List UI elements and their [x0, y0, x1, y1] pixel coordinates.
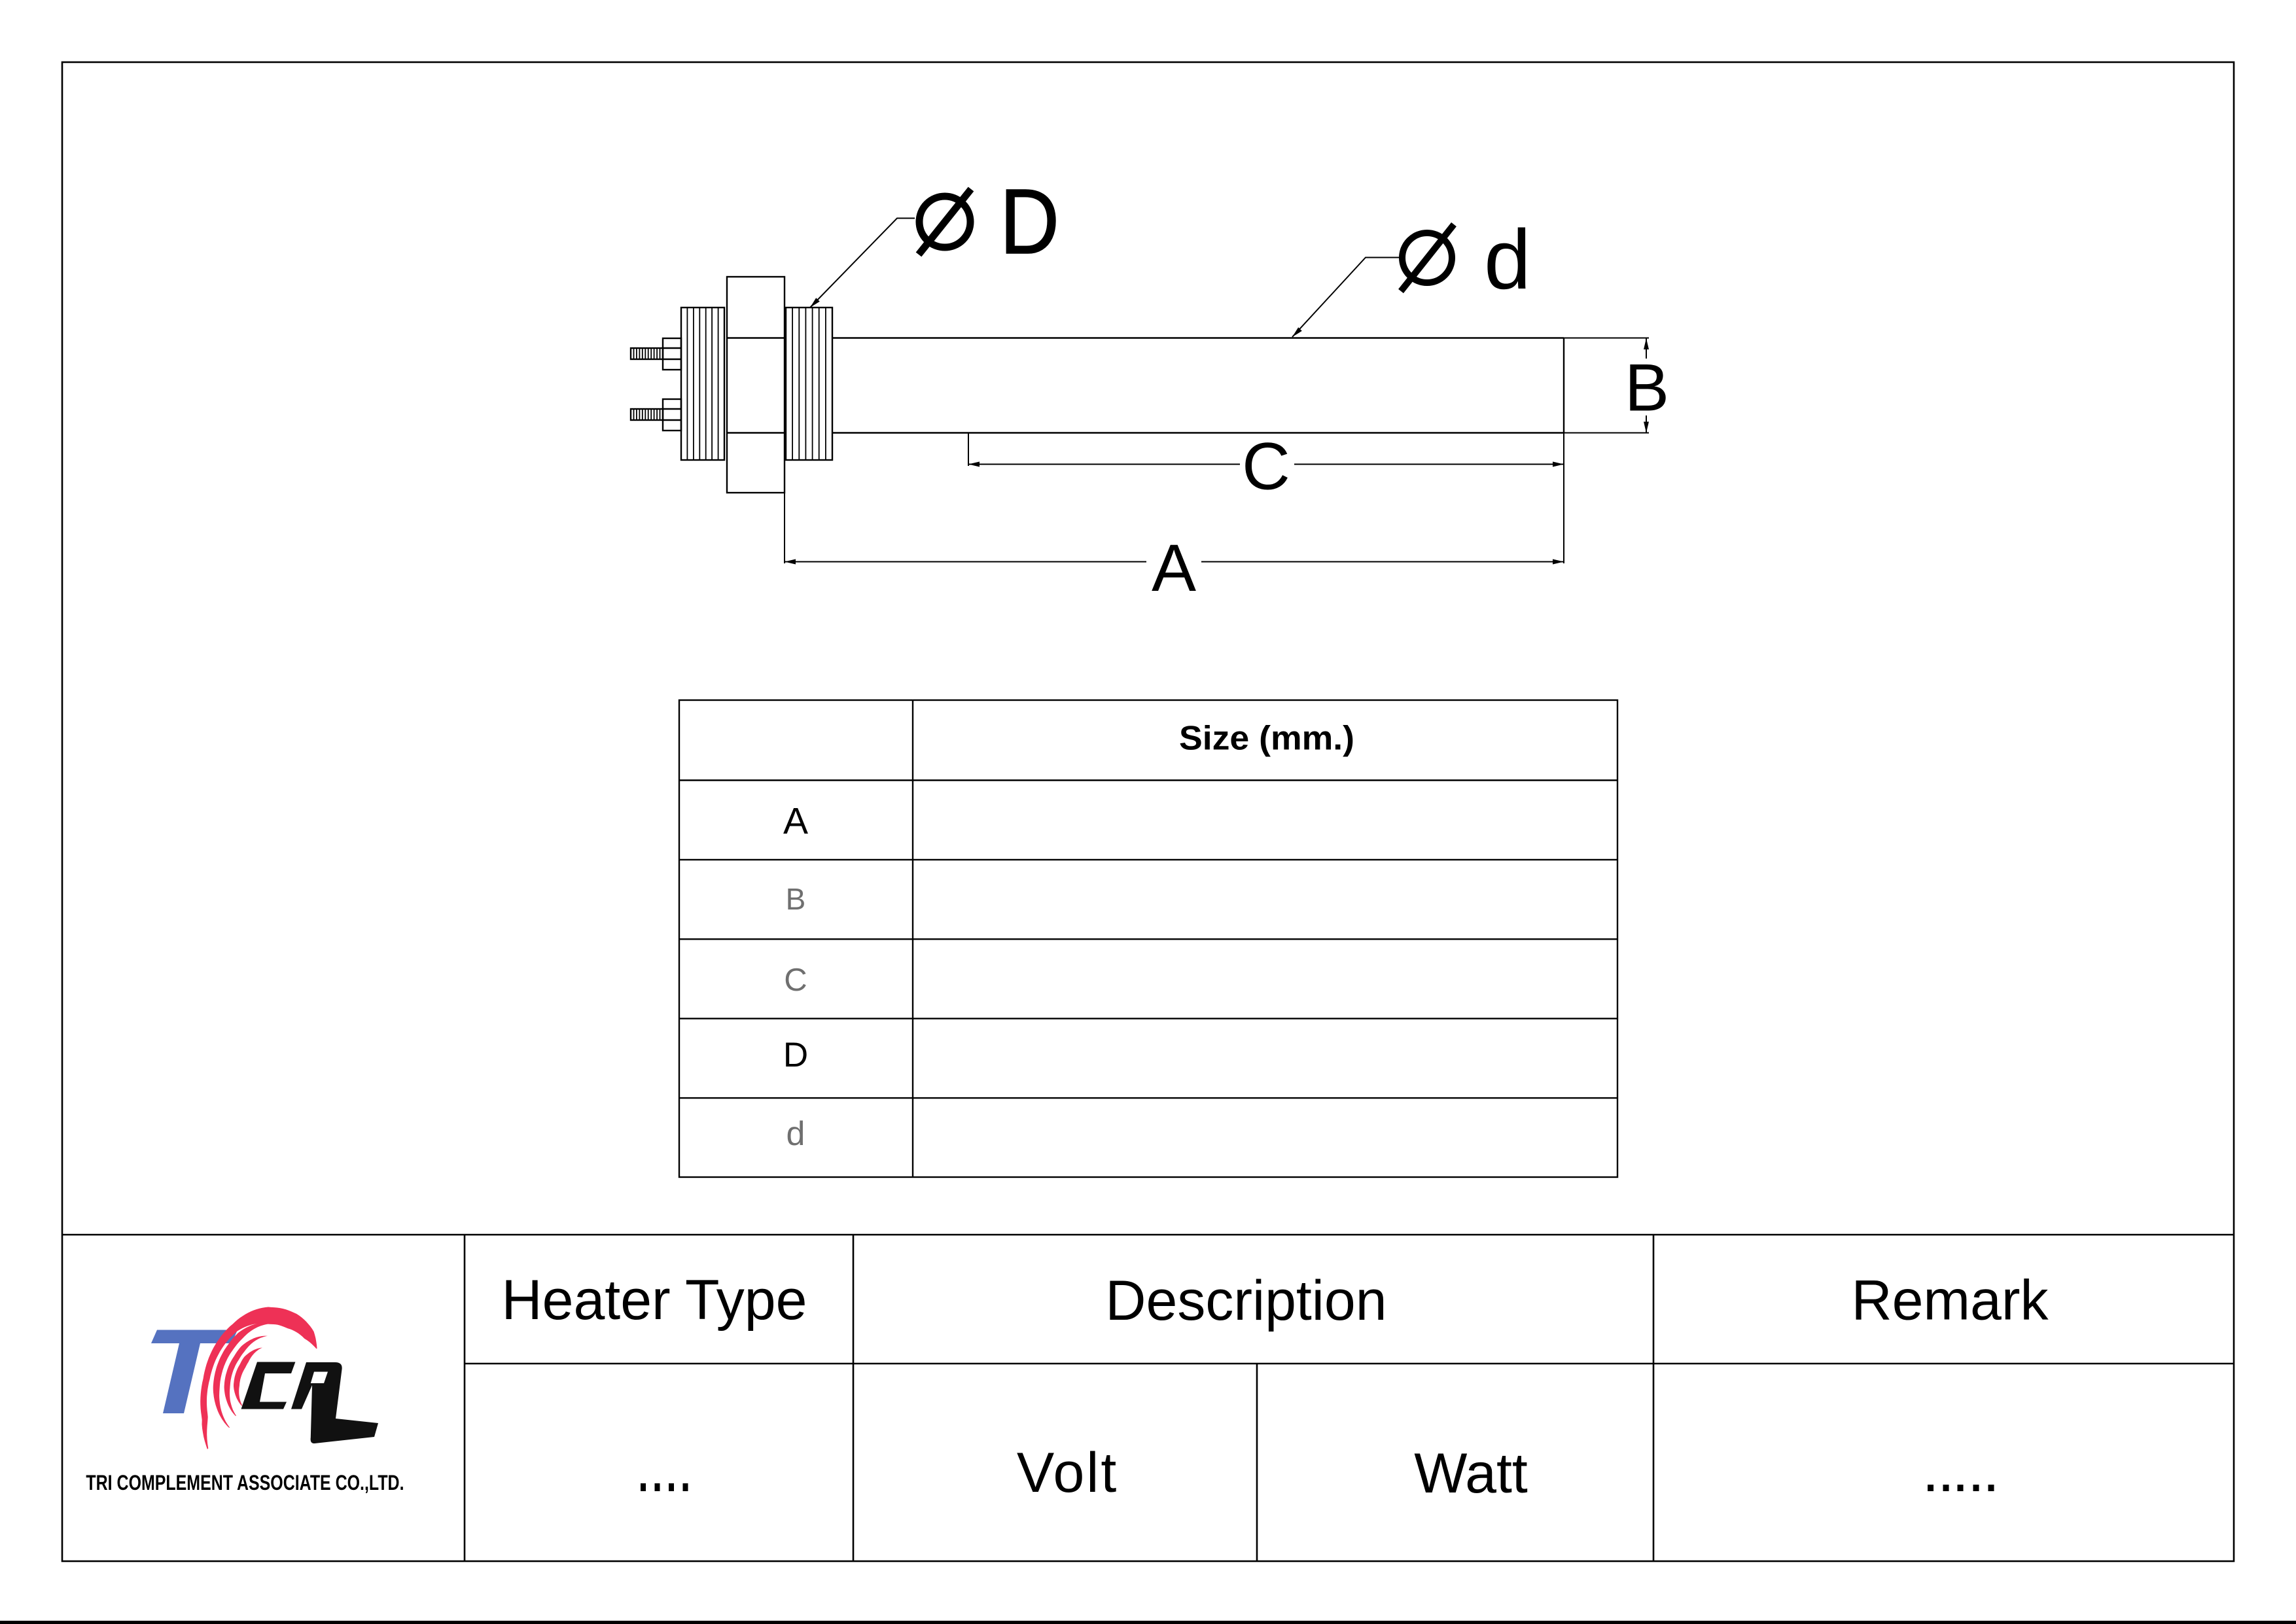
svg-text:Volt: Volt	[1017, 1441, 1118, 1504]
svg-text:D: D	[1000, 169, 1059, 273]
svg-text:Size (mm.): Size (mm.)	[1179, 720, 1354, 758]
svg-text:Watt: Watt	[1414, 1442, 1528, 1505]
svg-text:A: A	[783, 800, 808, 842]
svg-text:B: B	[786, 882, 806, 916]
svg-text:Remark: Remark	[1851, 1269, 2049, 1332]
svg-text:Heater Type: Heater Type	[502, 1269, 807, 1332]
svg-text:A: A	[1152, 531, 1196, 605]
svg-text:C: C	[784, 962, 807, 998]
svg-text:d: d	[1484, 213, 1531, 307]
svg-text:TRI COMPLEMENT ASSOCIATE CO.,L: TRI COMPLEMENT ASSOCIATE CO.,LTD.	[86, 1472, 404, 1495]
svg-text:d: d	[786, 1115, 805, 1153]
svg-text:Description: Description	[1105, 1269, 1386, 1332]
svg-text:B: B	[1625, 351, 1669, 425]
svg-text:D: D	[783, 1036, 808, 1074]
svg-text:C: C	[1242, 429, 1290, 504]
